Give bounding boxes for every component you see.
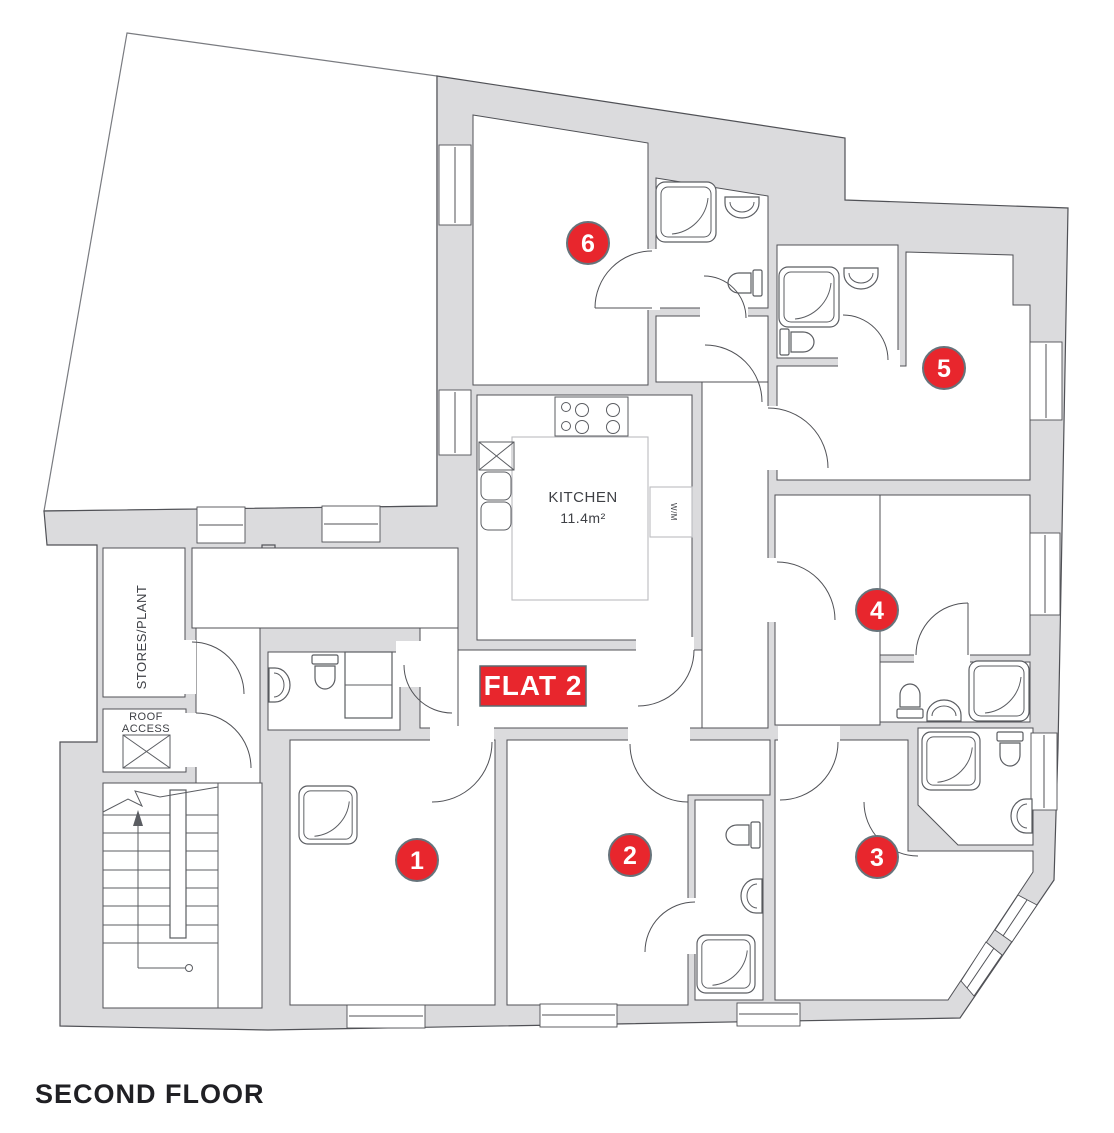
stores-plant-label: STORES/PLANT <box>134 585 149 690</box>
toilet-icon <box>311 654 339 690</box>
corridor-west-arm <box>195 627 261 784</box>
toilet-icon <box>725 821 761 849</box>
roof-hatch-icon <box>122 734 171 769</box>
door-openings <box>183 249 970 954</box>
plan-labels: KITCHEN 11.4m² STORES/PLANT ROOF ACCESS <box>122 489 617 735</box>
room-1-area <box>289 739 496 1006</box>
shower-icon <box>778 266 840 328</box>
kitchen-label: KITCHEN <box>548 489 617 506</box>
stair-arrow-icon <box>133 810 143 826</box>
hob-icon <box>554 396 629 437</box>
room-marker-5-label: 5 <box>937 355 951 383</box>
flat-label-text: FLAT 2 <box>484 670 583 701</box>
door-swings <box>191 250 969 953</box>
roof-access-area <box>102 708 187 773</box>
roof-access-label-line1: ROOF <box>129 711 163 723</box>
kitchen-fittings: W/M <box>478 396 693 601</box>
room-marker-5: 5 <box>922 346 966 390</box>
roof-access-label-line2: ACCESS <box>122 723 170 735</box>
toilet-icon <box>779 328 815 356</box>
room-marker-3: 3 <box>855 835 899 879</box>
room-marker-1: 1 <box>395 838 439 882</box>
shower-icon <box>921 731 981 791</box>
terrace-outline <box>43 32 438 512</box>
staircase <box>102 783 219 1008</box>
hall-lobby <box>655 315 769 383</box>
stair-break-line <box>102 786 219 813</box>
kitchen-area-label: 11.4m² <box>560 510 606 526</box>
room-marker-1-label: 1 <box>410 847 424 875</box>
room-marker-6-label: 6 <box>581 230 595 258</box>
room-6-area <box>472 114 649 386</box>
washer-unit <box>649 486 693 538</box>
corridor-link <box>419 627 459 729</box>
stores-room-area <box>102 547 186 698</box>
room-marker-2-label: 2 <box>623 842 637 870</box>
room-3-area <box>774 739 1034 1001</box>
room-markers: 1 2 3 4 5 6 <box>395 221 966 882</box>
kitchen-counter <box>511 436 649 601</box>
shower-icon <box>696 934 756 994</box>
draining-board <box>478 441 515 471</box>
shower-icon <box>655 181 717 243</box>
toilet-icon <box>727 269 763 297</box>
shower-icon <box>298 785 358 845</box>
room-marker-4-label: 4 <box>870 597 884 625</box>
shower-icon <box>968 660 1030 722</box>
room-4-lower <box>774 494 881 726</box>
flat-label: FLAT 2 <box>479 665 587 707</box>
bathroom-fixtures <box>268 181 1033 994</box>
room-marker-4: 4 <box>855 588 899 632</box>
toilet-icon <box>996 731 1024 767</box>
hall-north-arm <box>701 317 769 729</box>
handrail <box>169 789 187 939</box>
kitchen-sink-icon <box>480 471 512 501</box>
windows <box>196 144 1063 1029</box>
room-marker-6: 6 <box>566 221 610 265</box>
appliance-label: W/M <box>669 503 678 521</box>
room-marker-2: 2 <box>608 833 652 877</box>
corridor-area <box>191 547 459 629</box>
room-marker-3-label: 3 <box>870 844 884 872</box>
toilet-icon <box>896 683 924 719</box>
floor-title: SECOND FLOOR <box>35 1079 265 1109</box>
